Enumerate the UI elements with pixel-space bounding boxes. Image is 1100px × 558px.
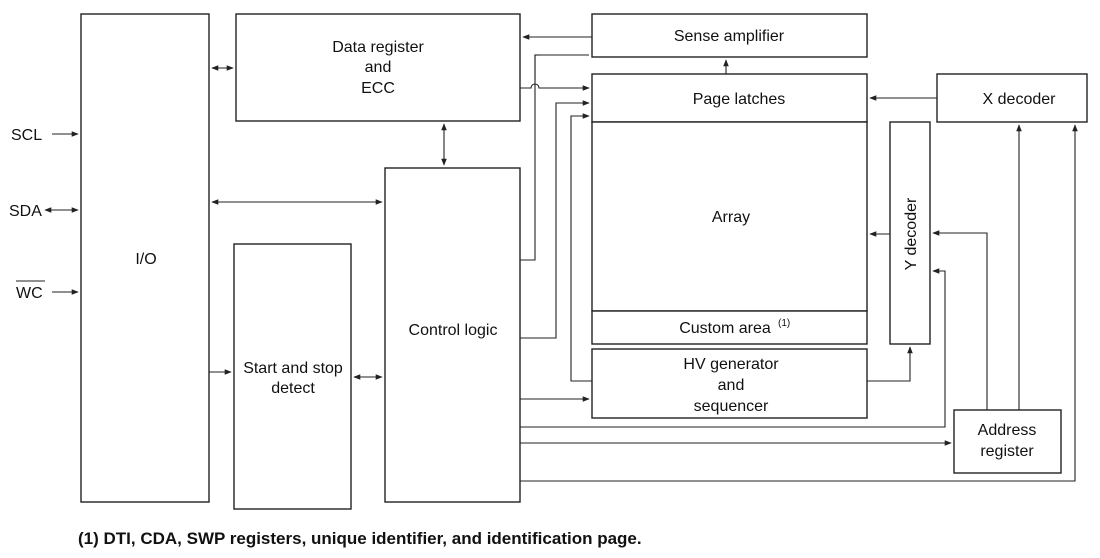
io-label: I/O <box>135 251 156 268</box>
io-block: I/O <box>80 13 210 503</box>
address-register-label-line2: register <box>980 443 1034 460</box>
pin-scl: SCL <box>11 127 79 144</box>
data-register-block: Data register and ECC <box>235 13 521 122</box>
y-decoder-label: Y decoder <box>903 197 920 270</box>
control-logic-label: Control logic <box>409 322 498 339</box>
wire-data-register-page-latches <box>520 83 590 91</box>
custom-area-block: Custom area (1) <box>591 310 868 345</box>
hv-generator-label-line3: sequencer <box>694 398 769 415</box>
y-decoder-block: Y decoder <box>889 121 931 345</box>
hv-generator-label-line2: and <box>718 377 745 394</box>
footnote: (1) DTI, CDA, SWP registers, unique iden… <box>78 529 642 548</box>
wire-control-logic-x-decoder <box>520 124 1078 482</box>
pin-sda: SDA <box>9 203 79 220</box>
array-label: Array <box>712 209 750 226</box>
sense-amplifier-block: Sense amplifier <box>591 13 868 58</box>
wire-hv-generator-y-decoder <box>867 346 913 382</box>
page-latches-label: Page latches <box>693 91 786 108</box>
custom-area-note-ref: (1) <box>778 318 790 329</box>
start-stop-label-line2: detect <box>271 380 315 397</box>
x-decoder-label: X decoder <box>983 91 1057 108</box>
start-stop-detect-block: Start and stop detect <box>233 243 352 510</box>
wire-hv-generator-page-latches <box>570 113 592 382</box>
pin-wc: WC <box>16 280 79 302</box>
array-block: Array <box>591 121 868 312</box>
address-register-block: Address register <box>953 409 1062 474</box>
data-register-label-line1: Data register <box>332 39 424 56</box>
hv-generator-block: HV generator and sequencer <box>591 348 868 419</box>
sense-amplifier-label: Sense amplifier <box>674 28 785 45</box>
pin-sda-label: SDA <box>9 203 42 220</box>
address-register-label-line1: Address <box>978 422 1037 439</box>
pin-wc-label: WC <box>16 285 43 302</box>
wire-control-logic-page-latches-a <box>520 54 589 261</box>
start-stop-label-line1: Start and stop <box>243 360 343 377</box>
connections <box>209 34 1078 482</box>
wire-control-logic-y-decoder <box>520 268 946 428</box>
data-register-label-line3: ECC <box>361 80 395 97</box>
hv-generator-label-line1: HV generator <box>683 356 779 373</box>
custom-area-label: Custom area <box>679 320 771 337</box>
wire-control-logic-page-latches <box>520 100 590 339</box>
control-logic-block: Control logic <box>384 167 521 503</box>
page-latches-block: Page latches <box>591 73 868 123</box>
pin-scl-label: SCL <box>11 127 42 144</box>
x-decoder-block: X decoder <box>936 73 1088 123</box>
data-register-label-line2: and <box>365 59 392 76</box>
wire-address-register-y-decoder <box>932 230 988 410</box>
